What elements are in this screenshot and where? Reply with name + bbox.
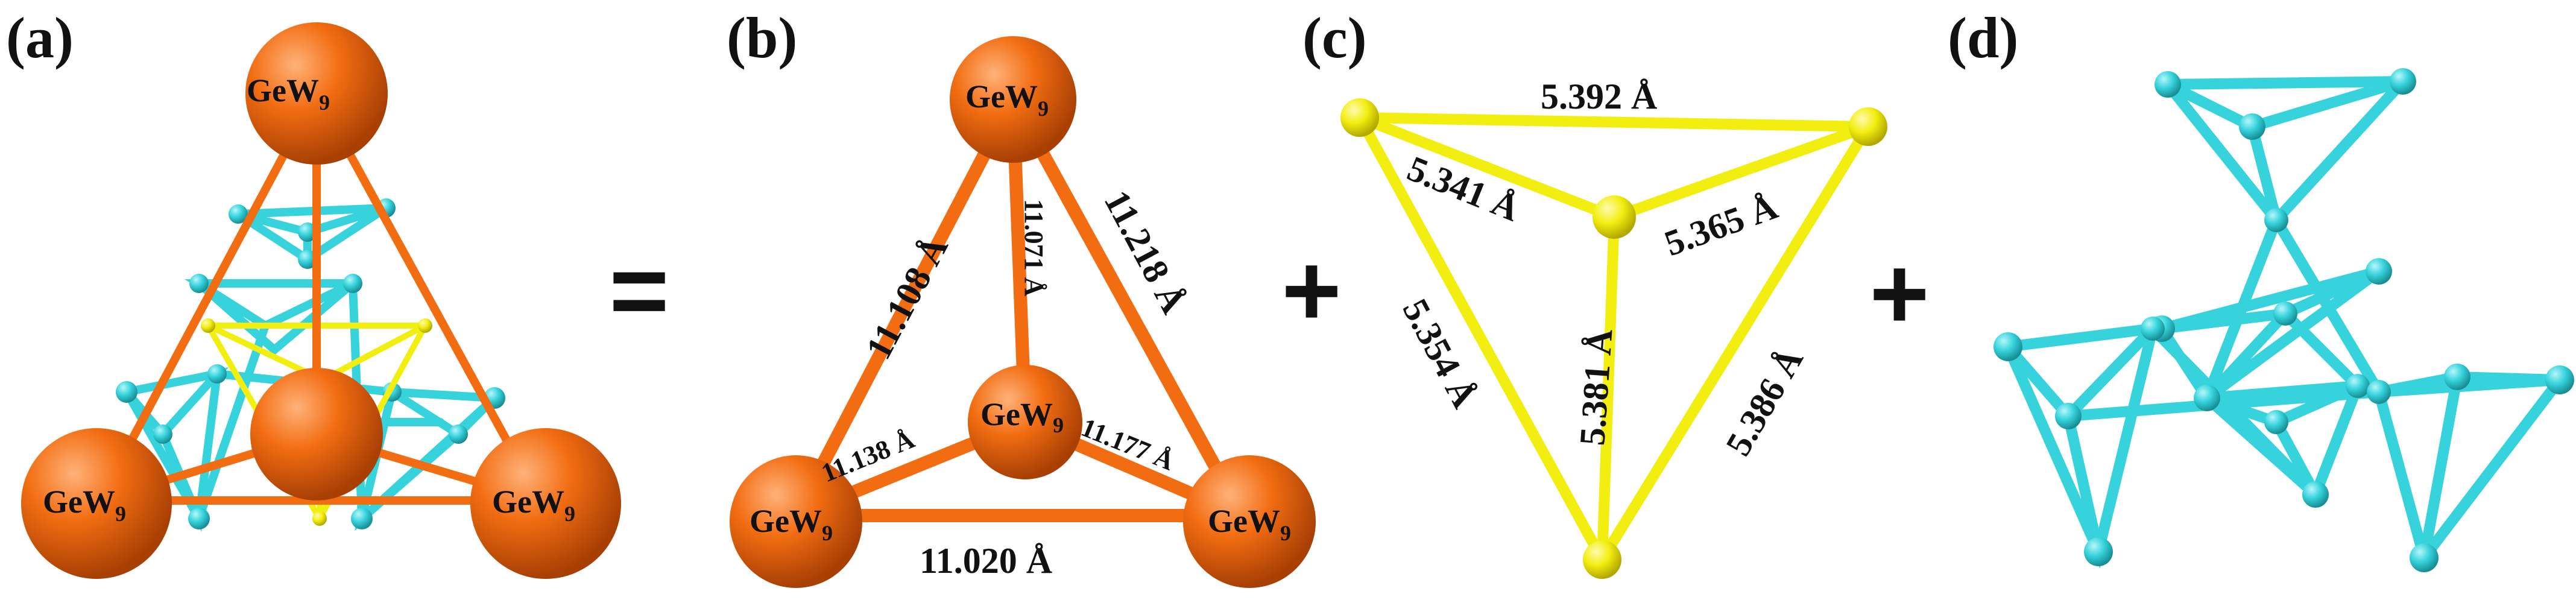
svg-text:GeW9: GeW9 bbox=[965, 78, 1049, 121]
panel-c-nodes bbox=[1340, 98, 1887, 579]
panel-b: (b) GeW9 GeW9 GeW9 GeW9 11.108 Å 11.071 … bbox=[727, 5, 1316, 588]
panel-b-sphere-center: GeW9 bbox=[968, 365, 1082, 479]
svg-text:GeW9: GeW9 bbox=[980, 396, 1064, 437]
panel-d-label: (d) bbox=[1948, 5, 2018, 70]
panel-d-cyan-nodes bbox=[1994, 68, 2574, 572]
svg-text:GeW9: GeW9 bbox=[492, 484, 575, 526]
panel-d: (d) bbox=[1948, 5, 2574, 572]
svg-text:GeW9: GeW9 bbox=[43, 484, 126, 526]
distance-b-bottom: 11.020 Å bbox=[920, 541, 1052, 581]
panel-a-sphere-right: GeW9 bbox=[470, 428, 621, 579]
panel-c: (c) 5.392 Å 5.341 Å 5.365 Å 5.354 Å 5.38… bbox=[1302, 5, 1887, 579]
panel-b-label: (b) bbox=[727, 5, 797, 70]
distance-b-left: 11.108 Å bbox=[858, 230, 956, 365]
svg-text:GeW9: GeW9 bbox=[1208, 503, 1291, 545]
panel-a: (a) bbox=[6, 5, 621, 579]
distance-c-right: 5.386 Å bbox=[1718, 341, 1811, 462]
panel-b-sphere-left: GeW9 bbox=[730, 455, 862, 588]
panel-b-sphere-top: GeW9 bbox=[950, 36, 1076, 163]
svg-text:GeW9: GeW9 bbox=[247, 72, 330, 115]
equals-sign: = bbox=[609, 233, 669, 348]
distance-b-center: 11.071 Å bbox=[1019, 199, 1049, 297]
panel-a-sphere-back bbox=[250, 368, 383, 501]
panel-a-sphere-top: GeW9 bbox=[245, 22, 388, 165]
panel-a-sphere-left: GeW9 bbox=[21, 428, 172, 579]
panel-c-edges bbox=[1354, 112, 1874, 565]
plus-sign-2: + bbox=[1869, 236, 1929, 351]
distance-b-right: 11.218 Å bbox=[1097, 184, 1195, 320]
panel-b-sphere-right: GeW9 bbox=[1183, 455, 1316, 588]
distance-c-top: 5.392 Å bbox=[1541, 77, 1657, 116]
panel-a-label: (a) bbox=[6, 5, 74, 70]
plus-sign-1: + bbox=[1281, 233, 1341, 348]
distance-c-center: 5.381 Å bbox=[1572, 327, 1620, 446]
svg-text:GeW9: GeW9 bbox=[750, 503, 833, 545]
panel-c-label: (c) bbox=[1302, 5, 1367, 70]
panel-a-yellow-nodes bbox=[201, 318, 432, 526]
panel-a-cyan-nodes bbox=[116, 198, 505, 529]
